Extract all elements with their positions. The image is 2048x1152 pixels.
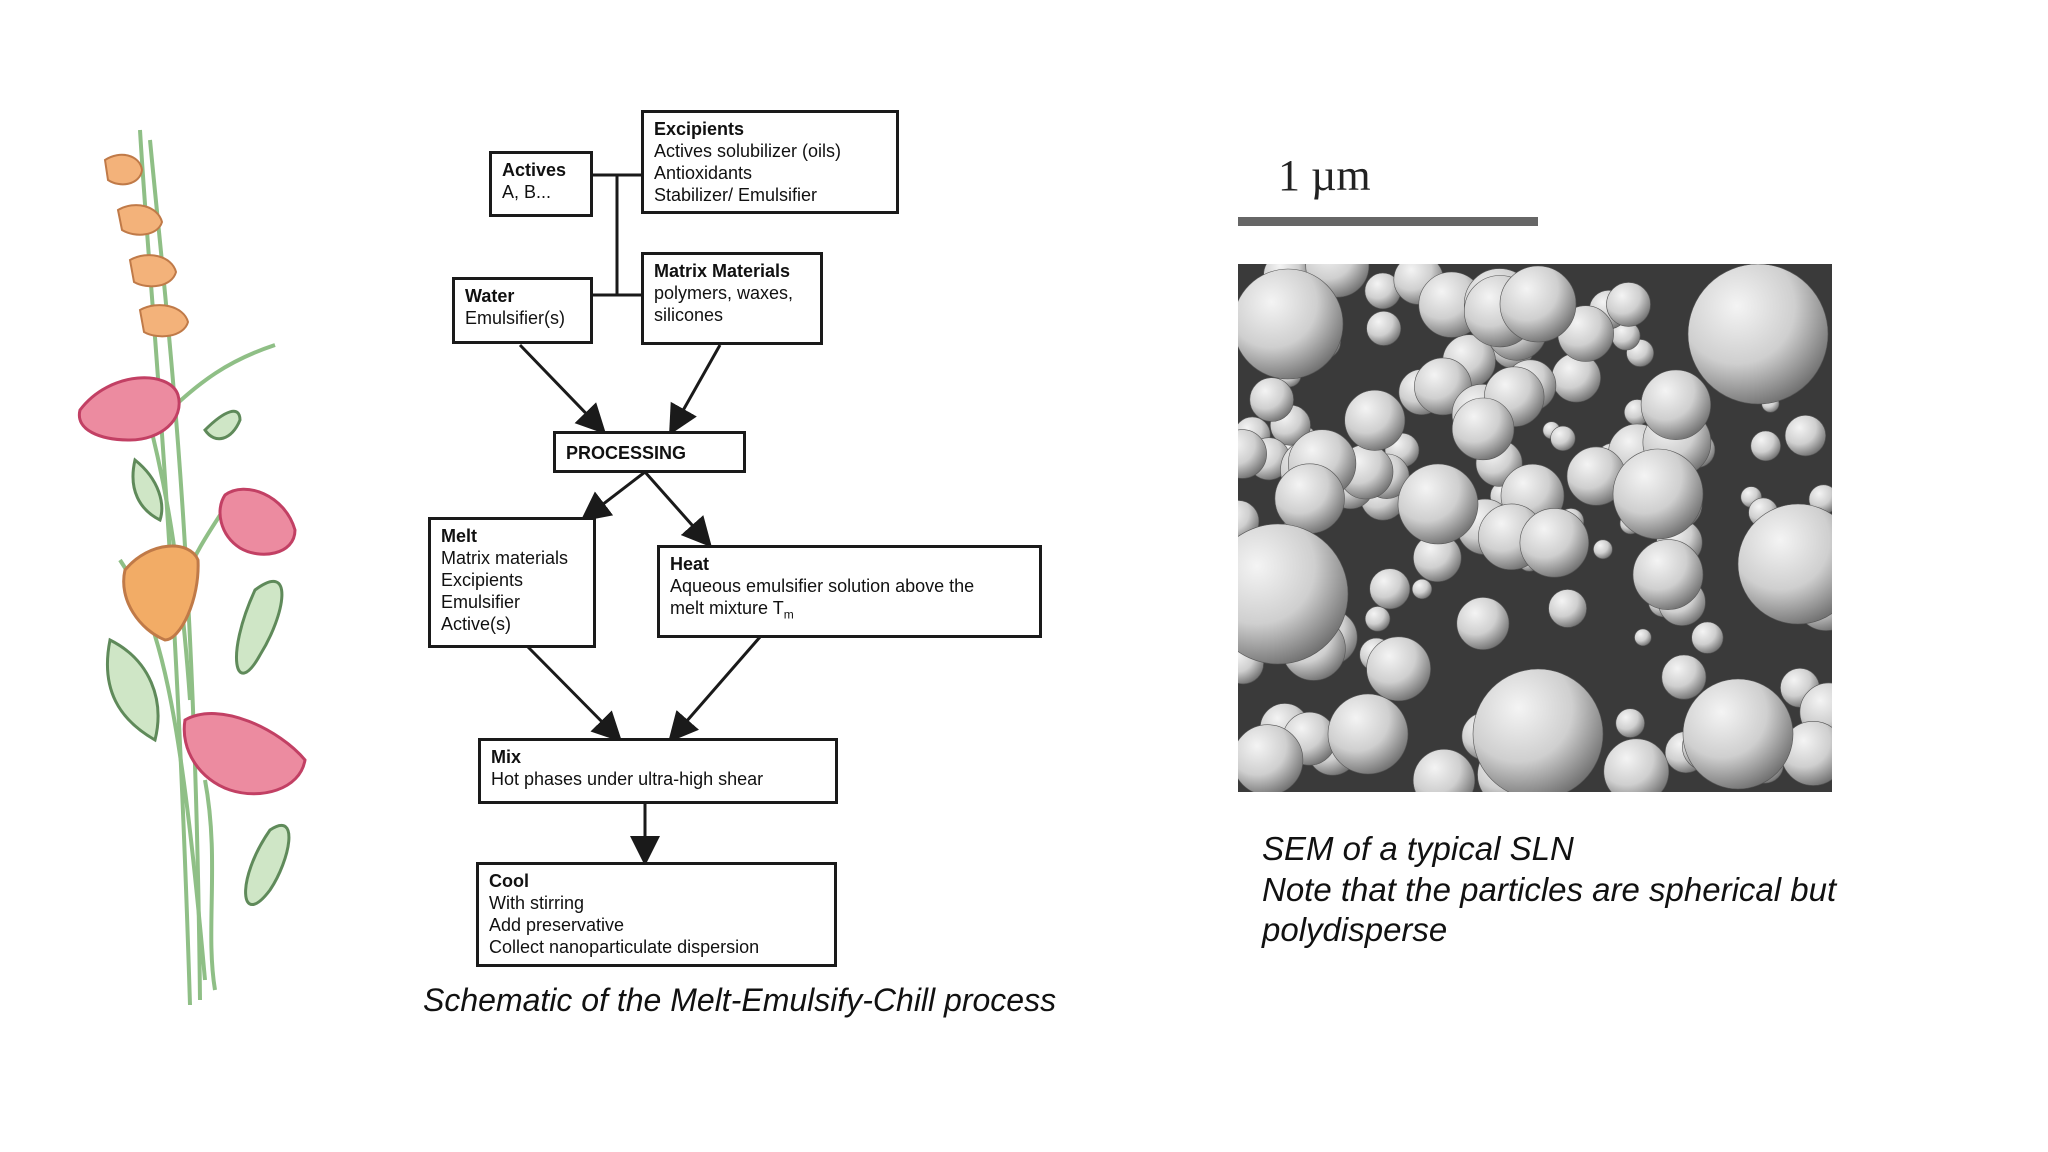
heat-line-subscript: m <box>783 607 794 622</box>
excipients-box: Excipients Actives solubilizer (oils) An… <box>641 110 899 214</box>
melt-title: Melt <box>441 526 477 546</box>
sem-particle <box>1737 503 1832 625</box>
sem-particle <box>1366 636 1431 702</box>
heat-line-text: melt mixture T <box>670 598 784 618</box>
scale-bar <box>1238 217 1538 226</box>
cool-line: Add preservative <box>489 915 625 935</box>
melt-box: Melt Matrix materials Excipients Emulsif… <box>428 517 596 648</box>
sem-particle <box>1615 708 1645 738</box>
sem-particle <box>1366 311 1402 346</box>
sem-particle <box>1238 724 1304 792</box>
cool-box: Cool With stirring Add preservative Coll… <box>476 862 837 967</box>
orange-buds <box>103 153 190 338</box>
sem-particle <box>1750 430 1781 462</box>
sem-particle <box>1411 578 1433 600</box>
arrow-melt-mix <box>526 645 623 743</box>
sem-particle <box>1632 539 1704 610</box>
sem-particles <box>1238 264 1832 792</box>
sem-particle <box>1687 264 1829 405</box>
matrix-materials-box: Matrix Materials polymers, waxes, silico… <box>641 252 823 345</box>
sem-micrograph <box>1238 264 1832 792</box>
cool-title: Cool <box>489 871 529 891</box>
actives-title: Actives <box>502 160 567 180</box>
excipients-line: Actives solubilizer (oils) <box>654 141 842 161</box>
actives-line: A, B... <box>502 182 552 202</box>
arrow-matrix-processing <box>669 344 722 436</box>
matrix-title: Matrix Materials <box>654 261 791 281</box>
sem-particle <box>1238 523 1349 665</box>
sem-particle <box>1634 628 1652 647</box>
cool-line: With stirring <box>489 893 585 913</box>
sem-particle <box>1640 369 1712 440</box>
scale-bar-label: 1 µm <box>1278 151 1371 200</box>
sem-particle <box>1369 568 1411 610</box>
heat-line-2: melt mixture Tm <box>670 597 1029 626</box>
heat-box: Heat Aqueous emulsifier solution above t… <box>657 545 1042 638</box>
sem-caption-line1: SEM of a typical SLN <box>1262 830 1574 867</box>
sem-particle <box>1606 282 1651 327</box>
matrix-line: silicones <box>654 305 724 325</box>
arrow-processing-heat <box>643 471 712 548</box>
water-box: Water Emulsifier(s) <box>452 277 593 344</box>
melt-line: Active(s) <box>441 614 512 634</box>
processing-title: PROCESSING <box>566 443 687 463</box>
matrix-line: polymers, waxes, <box>654 283 794 303</box>
sem-particle <box>1548 589 1587 628</box>
water-title: Water <box>465 286 515 306</box>
sem-particle <box>1327 693 1409 775</box>
sem-particle <box>1472 668 1604 792</box>
pink-blooms <box>77 376 307 796</box>
cool-line: Collect nanoparticulate dispersion <box>489 937 760 957</box>
sem-particle <box>1274 463 1345 534</box>
flower-leaves <box>105 409 291 906</box>
orange-bloom <box>122 544 200 642</box>
arrow-water-processing <box>518 343 607 435</box>
sem-particle <box>1593 539 1613 560</box>
sem-particle <box>1691 621 1724 654</box>
sem-particle <box>1344 389 1406 451</box>
sem-particle <box>1397 463 1479 545</box>
excipients-title: Excipients <box>654 119 745 139</box>
sem-particle <box>1456 597 1510 650</box>
sem-particle <box>1550 425 1576 451</box>
mix-title: Mix <box>491 747 522 767</box>
sem-particle <box>1238 268 1344 380</box>
sem-particle <box>1499 265 1577 343</box>
schematic-caption: Schematic of the Melt-Emulsify-Chill pro… <box>423 982 1057 1018</box>
excipients-line: Stabilizer/ Emulsifier <box>654 185 818 205</box>
sem-particle <box>1519 508 1589 578</box>
sem-particle <box>1238 429 1267 479</box>
melt-line: Matrix materials <box>441 548 569 568</box>
sem-particle <box>1364 606 1391 632</box>
sem-caption-line2: Note that the particles are spherical bu… <box>1262 871 1837 908</box>
sem-particle <box>1661 654 1707 700</box>
sem-particle <box>1682 678 1794 790</box>
excipients-line: Antioxidants <box>654 163 753 183</box>
arrow-processing-melt <box>580 470 646 522</box>
sem-particle <box>1612 448 1704 540</box>
mix-box: Mix Hot phases under ultra-high shear <box>478 738 838 804</box>
heat-line: Aqueous emulsifier solution above the <box>670 576 975 596</box>
sem-particle <box>1603 738 1670 792</box>
sem-particle <box>1249 377 1294 422</box>
melt-line: Emulsifier <box>441 592 521 612</box>
mix-line: Hot phases under ultra-high shear <box>491 769 764 789</box>
sem-particle <box>1784 415 1827 457</box>
sem-particle <box>1412 749 1476 792</box>
arrow-heat-mix <box>668 636 762 743</box>
actives-box: Actives A, B... <box>489 151 593 217</box>
melt-line: Excipients <box>441 570 524 590</box>
heat-title: Heat <box>670 554 710 574</box>
water-line: Emulsifier(s) <box>465 308 566 328</box>
sem-particle <box>1451 397 1515 461</box>
sem-caption-line3: polydisperse <box>1262 911 1448 948</box>
processing-box: PROCESSING <box>553 431 746 473</box>
